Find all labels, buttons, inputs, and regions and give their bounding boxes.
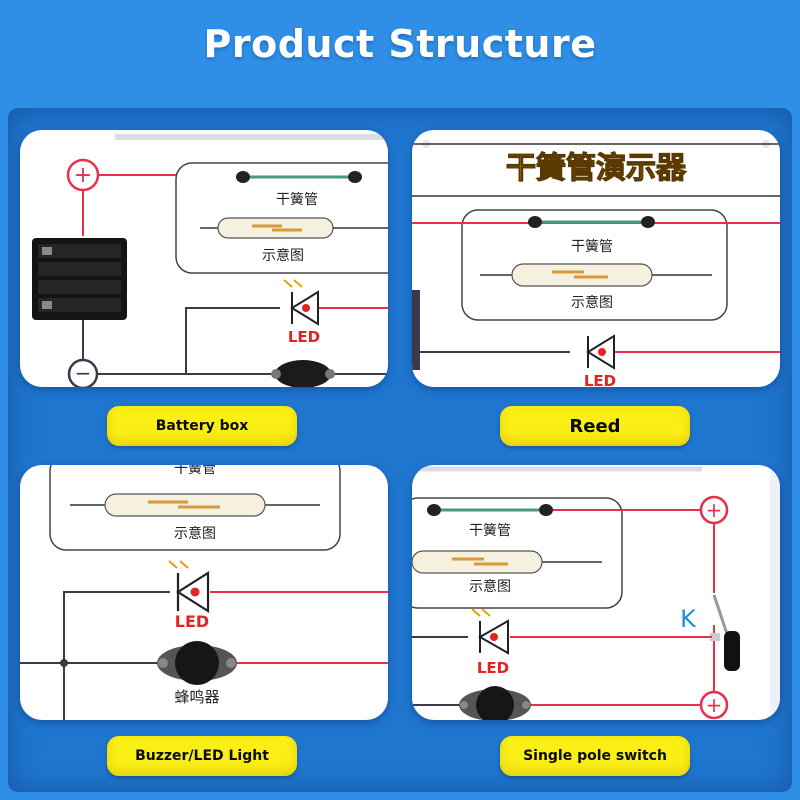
buzzer-led-photo: 干簧管 示意图 LED 蜂鸣器 xyxy=(20,465,388,720)
plus-symbol: + xyxy=(706,498,723,522)
buzzer-icon xyxy=(459,686,531,720)
caption-battery-box: Battery box xyxy=(107,406,297,446)
minus-symbol: − xyxy=(75,361,92,385)
led-label: LED xyxy=(175,612,209,631)
reed-label: 干簧管 xyxy=(276,192,318,208)
reed-schematic-icon xyxy=(511,263,653,287)
reed-photo: 干簧管演示器 干簧管 示意图 LED xyxy=(412,140,780,387)
caption-buzzer-led: Buzzer/LED Light xyxy=(107,736,297,776)
buzzer-icon xyxy=(157,641,237,685)
schematic-label: 示意图 xyxy=(262,247,304,264)
buzzer-label: 蜂鸣器 xyxy=(174,688,219,706)
switch-label: K xyxy=(680,605,697,633)
reed-schematic-icon xyxy=(217,217,334,239)
reed-schematic-icon xyxy=(412,550,543,574)
board-title: 干簧管演示器 xyxy=(506,151,687,186)
led-label: LED xyxy=(288,328,320,346)
card-battery-box: 干簧管 示意图 + − xyxy=(20,130,388,387)
card-reed: 干簧管演示器 干簧管 示意图 LED xyxy=(412,130,780,387)
reed-label: 干簧管 xyxy=(571,239,613,255)
led-label: LED xyxy=(477,659,509,677)
reed-label: 干簧管 xyxy=(469,523,511,539)
caption-reed: Reed xyxy=(500,406,690,446)
battery-holder-icon xyxy=(32,238,127,320)
schematic-label: 示意图 xyxy=(571,294,613,311)
switch-photo: 干簧管 示意图 + + K LED xyxy=(412,465,780,720)
led-icon xyxy=(471,608,509,655)
led-label: LED xyxy=(584,372,616,387)
caption-single-pole-switch: Single pole switch xyxy=(500,736,690,776)
plus-symbol: + xyxy=(706,693,723,717)
page-title: Product Structure xyxy=(203,22,597,66)
led-icon xyxy=(586,334,615,370)
schematic-label: 示意图 xyxy=(174,525,216,542)
plus-symbol: + xyxy=(74,163,92,188)
buzzer-icon xyxy=(275,360,331,387)
battery-box-photo: 干簧管 示意图 + − xyxy=(32,134,388,387)
switch-icon xyxy=(710,594,740,671)
led-icon xyxy=(168,560,210,613)
card-single-pole-switch: 干簧管 示意图 + + K LED xyxy=(412,465,780,720)
led-icon xyxy=(283,279,319,326)
reed-schematic-icon xyxy=(104,493,266,517)
schematic-label: 示意图 xyxy=(469,578,511,595)
card-buzzer-led: 干簧管 示意图 LED 蜂鸣器 xyxy=(20,465,388,720)
reed-label: 干簧管 xyxy=(174,465,216,477)
